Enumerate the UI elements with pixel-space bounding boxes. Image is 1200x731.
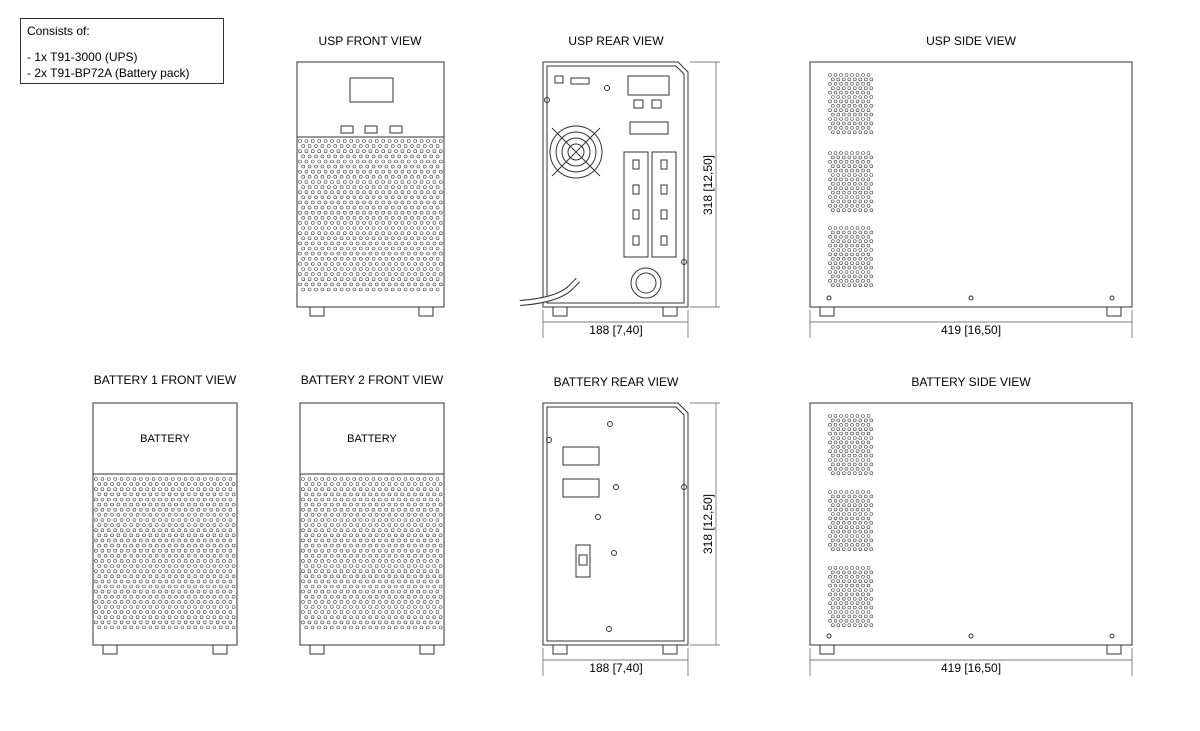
outlet [632, 159, 640, 170]
width-label: 188 [7,40] [589, 323, 642, 337]
dimension-ups-height: 318 [12,50] [690, 61, 720, 308]
fan-icon [549, 125, 603, 179]
outlet-bank [651, 151, 677, 258]
battery-rear-view: 318 [12,50] 188 [7,40] [542, 402, 720, 676]
usb-port [554, 75, 564, 84]
outlet [660, 235, 668, 246]
output-socket [630, 267, 662, 299]
ups-input-connector [562, 446, 600, 466]
vent-grille [828, 414, 874, 476]
intelligent-slot [627, 75, 670, 96]
battery-label: BATTERY [140, 433, 190, 445]
vent-grille [828, 226, 874, 288]
battery-side-view: 419 [16,50] [809, 402, 1133, 676]
width-label: 188 [7,40] [589, 661, 642, 675]
contents-box: Consists of: - 1x T91-3000 (UPS) - 2x T9… [20, 18, 224, 84]
outlet [660, 159, 668, 170]
ups-side-view: 419 [16,50] [809, 61, 1133, 338]
vent-grille [298, 139, 443, 292]
title-battery-side: BATTERY SIDE VIEW [911, 375, 1031, 389]
outlet-bank [623, 151, 649, 258]
title-ups-rear: USP REAR VIEW [568, 34, 664, 48]
battery-label: BATTERY [347, 433, 397, 445]
dimension-ups-width: 188 [7,40] [542, 310, 689, 338]
battery1-front-view: BATTERY [92, 402, 238, 655]
battery-breaker [575, 544, 591, 578]
front-button [340, 125, 354, 134]
outlet [660, 209, 668, 220]
outlet [632, 235, 640, 246]
rs232-port [570, 77, 590, 85]
title-ups-front: USP FRONT VIEW [319, 34, 423, 48]
vent-grille [828, 151, 874, 212]
title-battery2-front: BATTERY 2 FRONT VIEW [301, 373, 444, 387]
vent-grille [94, 477, 236, 630]
ups-output-connector [562, 478, 600, 498]
vent-grille [828, 566, 874, 628]
depth-label: 419 [16,50] [941, 661, 1001, 675]
outlet [632, 209, 640, 220]
front-button [364, 125, 378, 134]
ups-front-view [296, 61, 445, 317]
ups-rear-view [519, 61, 689, 317]
title-battery-rear: BATTERY REAR VIEW [554, 375, 679, 389]
lcd-display [349, 77, 394, 103]
height-label: 318 [12,50] [701, 155, 715, 215]
outlet [660, 184, 668, 195]
vent-grille [828, 490, 874, 552]
battery2-front-view: BATTERY [299, 402, 445, 655]
outlet [632, 184, 640, 195]
depth-label: 419 [16,50] [941, 323, 1001, 337]
front-button [389, 125, 403, 134]
vent-grille [828, 73, 874, 134]
contents-heading: Consists of: [27, 24, 90, 38]
contents-item: - 1x T91-3000 (UPS) [27, 50, 138, 64]
contents-item: - 2x T91-BP72A (Battery pack) [27, 66, 190, 80]
height-label: 318 [12,50] [701, 494, 715, 554]
vent-grille [301, 477, 443, 630]
title-ups-side: USP SIDE VIEW [926, 34, 1016, 48]
title-battery1-front: BATTERY 1 FRONT VIEW [94, 373, 237, 387]
